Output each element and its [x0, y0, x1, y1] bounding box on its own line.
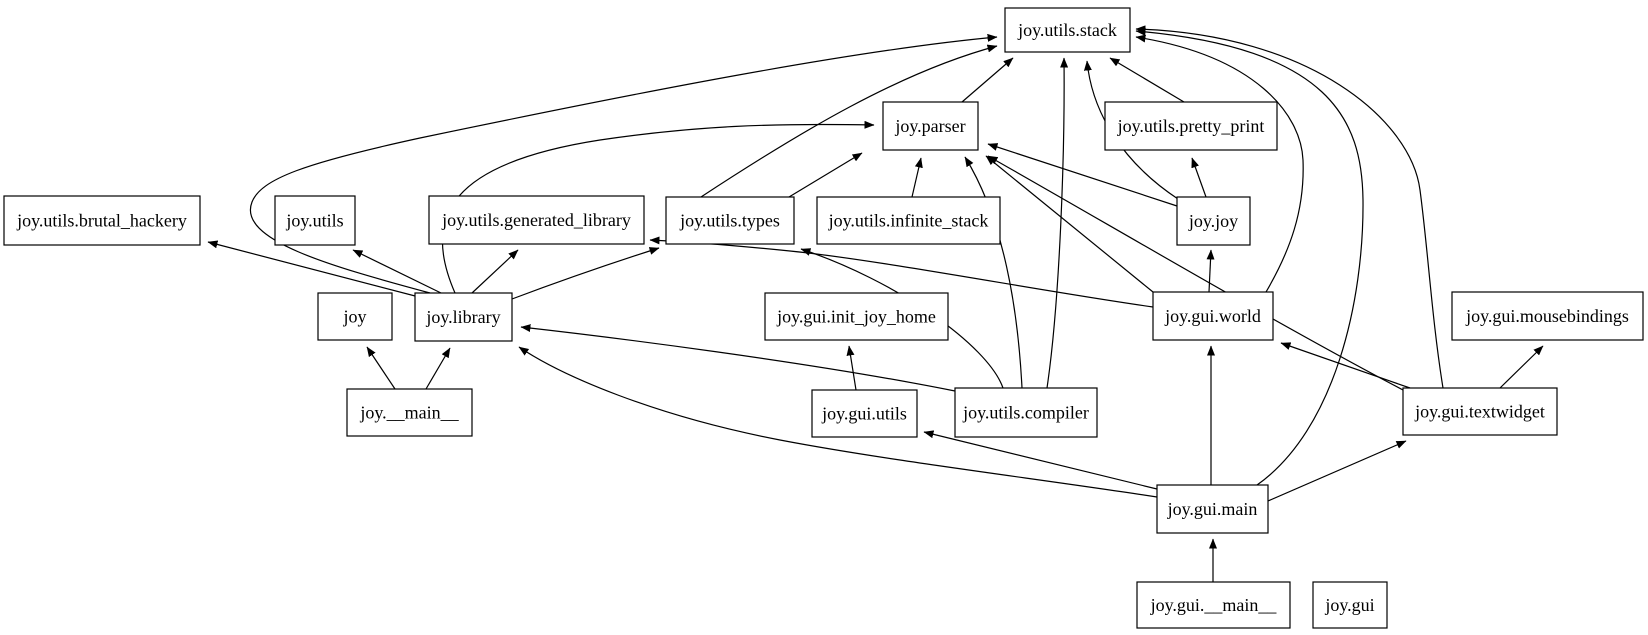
node-label-joy-gui-utils: joy.gui.utils [821, 404, 907, 424]
node-joy: joy [317, 292, 393, 341]
edge-joy-gui-main-to-joy-gui-textwidget [1267, 440, 1407, 502]
node-box-joy-gui-init_joy_home [764, 292, 949, 341]
node-box-joy-gui-textwidget [1402, 387, 1558, 436]
node-joy-utils: joy.utils [274, 195, 356, 246]
edge-joy-gui-main-to-joy-library [518, 346, 1158, 498]
edge-joy-gui-world-to-joy-utils-stack [1135, 34, 1304, 293]
node-box-joy-utils [274, 195, 356, 246]
node-joy-utils-stack: joy.utils.stack [1004, 7, 1131, 53]
node-joy-main: joy.__main__ [346, 388, 473, 437]
node-label-joy-utils: joy.utils [285, 211, 343, 231]
node-label-joy-utils-stack: joy.utils.stack [1017, 20, 1117, 40]
edge-joy-gui-textwidget-to-joy-gui-mousebindings [1499, 345, 1544, 389]
node-joy-gui-utils: joy.gui.utils [811, 389, 918, 438]
node-box-joy-gui-main [1156, 484, 1269, 534]
edge-joy-parser-to-joy-utils-stack [961, 57, 1014, 103]
edge-joy-joy-to-joy-parser [987, 143, 1178, 207]
node-joy-utils-types: joy.utils.types [665, 196, 795, 245]
node-joy-joy: joy.joy [1176, 196, 1251, 246]
edge-joy-utils-compiler-to-joy-library [520, 324, 956, 392]
edge-joy-utils-types-to-joy-parser [788, 152, 863, 198]
node-joy-gui: joy.gui [1312, 581, 1388, 629]
node-label-joy-gui-mousebindings: joy.gui.mousebindings [1465, 306, 1629, 326]
edge-joy-gui-textwidget-to-joy-utils-stack [1135, 25, 1444, 389]
node-box-joy-gui [1312, 581, 1388, 629]
node-joy-library: joy.library [414, 292, 513, 342]
edge-joy-gui-main-to-joy-utils-stack [1135, 27, 1364, 486]
edge-joy-joy-to-joy-utils-pretty_print [1191, 157, 1207, 198]
node-label-joy-joy: joy.joy [1188, 211, 1238, 231]
node-joy-gui-main-module: joy.gui.__main__ [1136, 581, 1291, 629]
node-box-joy-utils-stack [1004, 7, 1131, 53]
edge-joy-utils-infinite_stack-to-joy-parser [911, 157, 923, 198]
node-box-joy-parser [882, 101, 979, 151]
node-box-joy-gui-mousebindings [1451, 291, 1644, 341]
node-label-joy-utils-types: joy.utils.types [679, 211, 780, 231]
edge-joy-utils-compiler-to-joy-parser [964, 156, 1023, 389]
node-label-joy-gui-textwidget: joy.gui.textwidget [1414, 402, 1545, 422]
edge-joy-gui-world-to-joy-joy [1206, 249, 1215, 293]
edge-joy-library-to-joy-utils [352, 249, 442, 294]
node-box-joy-utils-types [665, 196, 795, 245]
node-box-joy [317, 292, 393, 341]
node-joy-utils-compiler: joy.utils.compiler [954, 387, 1098, 438]
node-label-joy-parser: joy.parser [894, 116, 965, 136]
node-joy-utils-infinite_stack: joy.utils.infinite_stack [816, 196, 1001, 245]
node-box-joy-utils-compiler [954, 387, 1098, 438]
node-label-joy-library: joy.library [425, 307, 500, 327]
node-joy-gui-mousebindings: joy.gui.mousebindings [1451, 291, 1644, 341]
edge-joy-utils-pretty_print-to-joy-utils-stack [1109, 57, 1185, 103]
node-box-joy-utils-generated_library [428, 195, 645, 245]
node-box-joy-main [346, 388, 473, 437]
edge-joy-library-to-joy-utils-brutal_hackery [207, 240, 420, 298]
node-label-joy-utils-brutal_hackery: joy.utils.brutal_hackery [16, 211, 187, 231]
node-box-joy-gui-world [1152, 291, 1274, 341]
node-box-joy-joy [1176, 196, 1251, 246]
node-label-joy-utils-infinite_stack: joy.utils.infinite_stack [828, 211, 989, 231]
node-joy-utils-brutal_hackery: joy.utils.brutal_hackery [3, 195, 201, 246]
edge-joy-gui-main-to-joy-gui-utils [923, 430, 1158, 490]
node-box-joy-gui-utils [811, 389, 918, 438]
node-label-joy-gui-world: joy.gui.world [1164, 306, 1261, 326]
node-label-joy-gui-main-module: joy.gui.__main__ [1150, 595, 1278, 615]
node-label-joy-gui-init_joy_home: joy.gui.init_joy_home [776, 307, 936, 327]
edge-joy-main-to-joy-library [425, 347, 451, 390]
edge-joy-gui-textwidget-to-joy-parser [987, 155, 1404, 391]
node-joy-gui-init_joy_home: joy.gui.init_joy_home [764, 292, 949, 341]
edge-joy-utils-compiler-to-joy-utils-stack [1046, 57, 1069, 389]
node-label-joy-utils-generated_library: joy.utils.generated_library [441, 210, 631, 230]
node-joy-parser: joy.parser [882, 101, 979, 151]
edge-joy-main-to-joy [366, 346, 396, 390]
node-label-joy: joy [342, 307, 366, 327]
node-box-joy-utils-brutal_hackery [3, 195, 201, 246]
edge-joy-library-to-joy-utils-types [511, 247, 660, 300]
node-label-joy-gui: joy.gui [1324, 595, 1374, 615]
node-label-joy-utils-compiler: joy.utils.compiler [962, 403, 1089, 423]
node-box-joy-utils-infinite_stack [816, 196, 1001, 245]
node-box-joy-gui-main-module [1136, 581, 1291, 629]
node-joy-gui-main: joy.gui.main [1156, 484, 1269, 534]
node-box-joy-utils-pretty_print [1104, 101, 1278, 151]
node-joy-gui-world: joy.gui.world [1152, 291, 1274, 341]
edge-joy-gui-textwidget-to-joy-gui-world [1280, 342, 1411, 389]
edge-joy-library-to-joy-utils-generated_library [471, 249, 519, 294]
node-label-joy-gui-main: joy.gui.main [1167, 499, 1258, 519]
edge-joy-gui-world-to-joy-parser [985, 155, 1154, 293]
node-joy-utils-generated_library: joy.utils.generated_library [428, 195, 645, 245]
node-joy-gui-textwidget: joy.gui.textwidget [1402, 387, 1558, 436]
node-joy-utils-pretty_print: joy.utils.pretty_print [1104, 101, 1278, 151]
node-label-joy-utils-pretty_print: joy.utils.pretty_print [1117, 116, 1265, 136]
edge-joy-gui-utils-to-joy-gui-init_joy_home [846, 345, 857, 391]
node-box-joy-library [414, 292, 513, 342]
nodes-layer: joy.utils.stack joy.parser joy.utils.prett… [3, 7, 1644, 629]
node-label-joy-main: joy.__main__ [359, 403, 459, 423]
edge-joy-utils-types-to-joy-utils-stack [700, 44, 998, 198]
